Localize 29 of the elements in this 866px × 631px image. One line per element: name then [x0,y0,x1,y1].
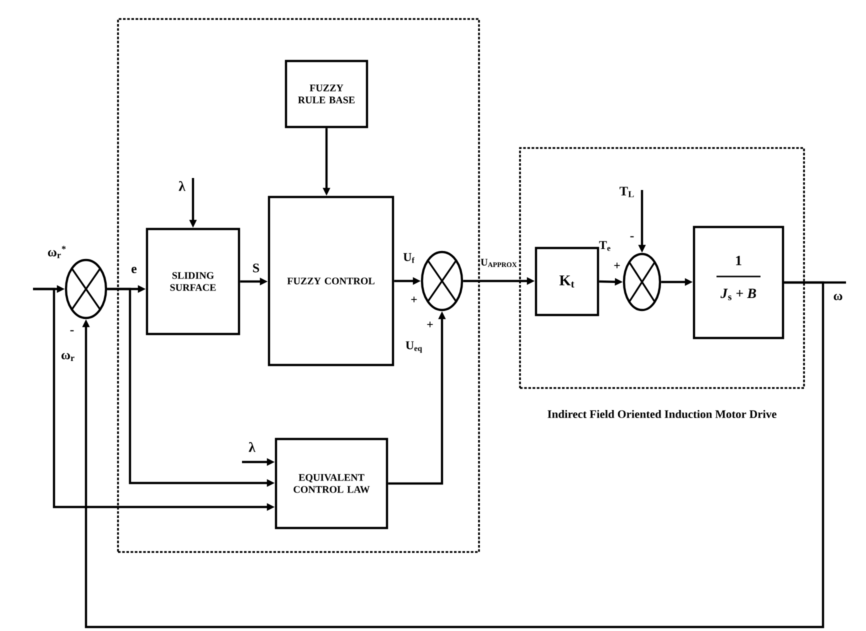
edge-label: U$_{APPROX}$ [480,258,517,268]
summing-junction [622,252,662,312]
sign-label: - [630,236,634,238]
process-box: EQUIVALENT CONTROL LAW [274,438,388,530]
edge-label: ω$_{r}$ [62,353,74,361]
summing-junction [64,258,108,320]
transfer-function-box: 1 J$_{s}$ + B [692,226,784,340]
boundary-caption: Indirect Field Oriented Induction Motor Drive [548,410,776,418]
sign-label: + [614,262,620,268]
sign-label: + [411,296,417,302]
edge-label: T$_{L}$ [620,186,634,198]
sign-label: + [427,322,433,328]
edge-label: λ [178,181,186,191]
sign-label: - [70,330,74,332]
summing-junction [420,250,464,312]
process-box: FUZZY CONTROL [268,196,394,366]
edge-label: ω$_{r}$* [48,246,66,258]
edge-label: S [253,264,260,272]
process-box: SLIDING SURFACE [146,228,240,336]
edge-label: ω [834,294,842,300]
edge-label: U$_{eq}$ [406,341,422,353]
process-box: K$_{t}$ [534,246,600,316]
edge-label: λ [248,442,256,452]
process-box: FUZZY RULE BASE [284,60,368,128]
arrow [82,281,824,628]
edge-label: T$_{e}$ [599,241,610,251]
edge-label: e [132,266,137,274]
dashed-boundary [117,18,480,553]
edge-label: U$_{f}$ [403,253,414,263]
